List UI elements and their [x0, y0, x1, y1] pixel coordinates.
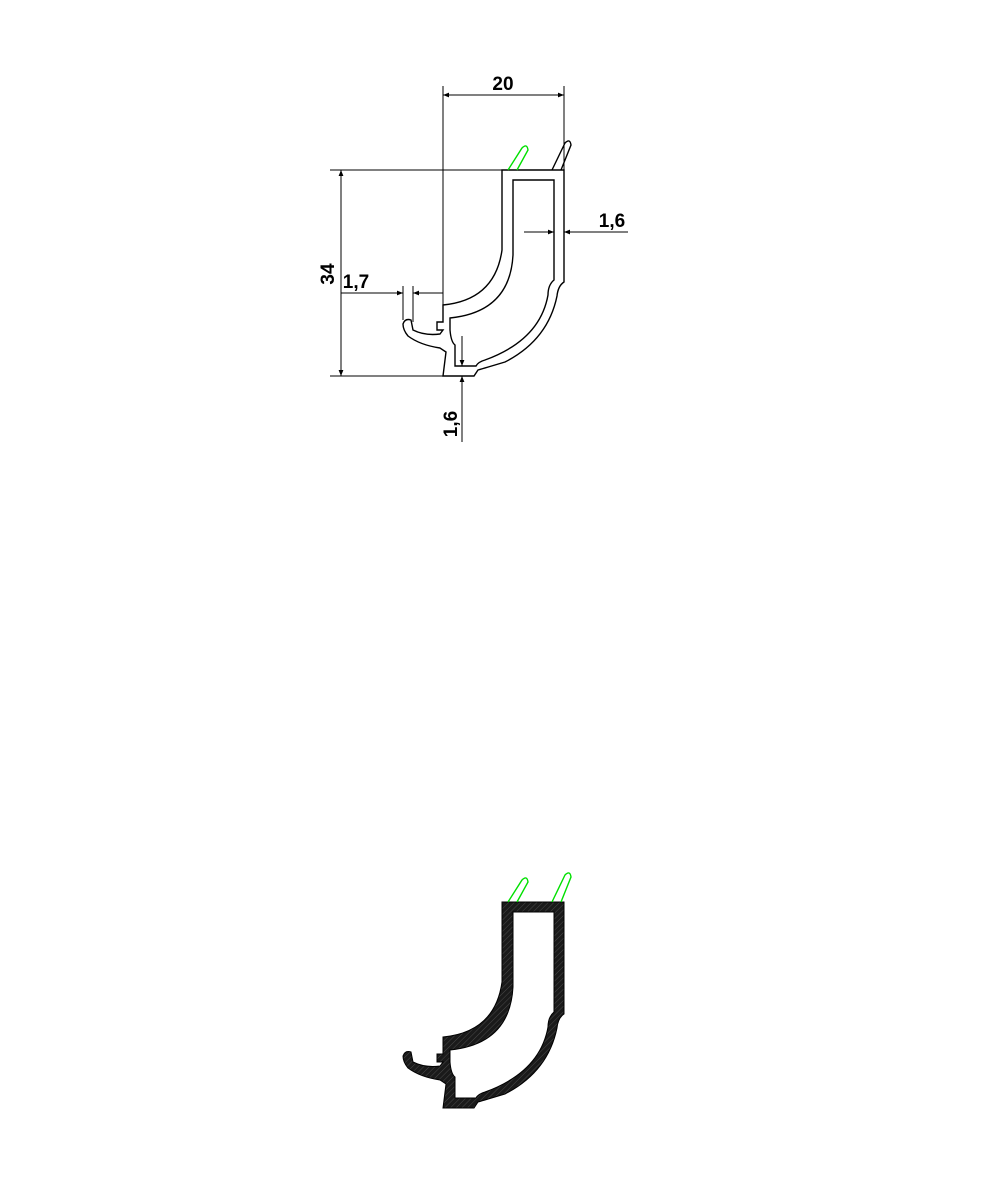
dimension-width-label: 20	[492, 74, 513, 95]
seal-lip-left	[507, 145, 529, 171]
seal-lip-right	[551, 872, 572, 903]
dimension-wall-bottom-label: 1,6	[441, 411, 462, 437]
profile-outer-contour	[402, 169, 565, 377]
profile-inner-contour	[449, 179, 555, 367]
profile-section-fill	[402, 901, 565, 1109]
dimension-lines	[330, 86, 628, 442]
dimension-lip-gap-label: 1,7	[343, 272, 369, 293]
profile-outline-view	[402, 140, 572, 377]
dimension-height-label: 34	[318, 263, 339, 285]
seal-lip-left	[507, 877, 529, 903]
seal-lip-right	[551, 140, 572, 171]
dimension-wall-right-label: 1,6	[599, 211, 625, 232]
profile-section-view	[402, 872, 572, 1109]
